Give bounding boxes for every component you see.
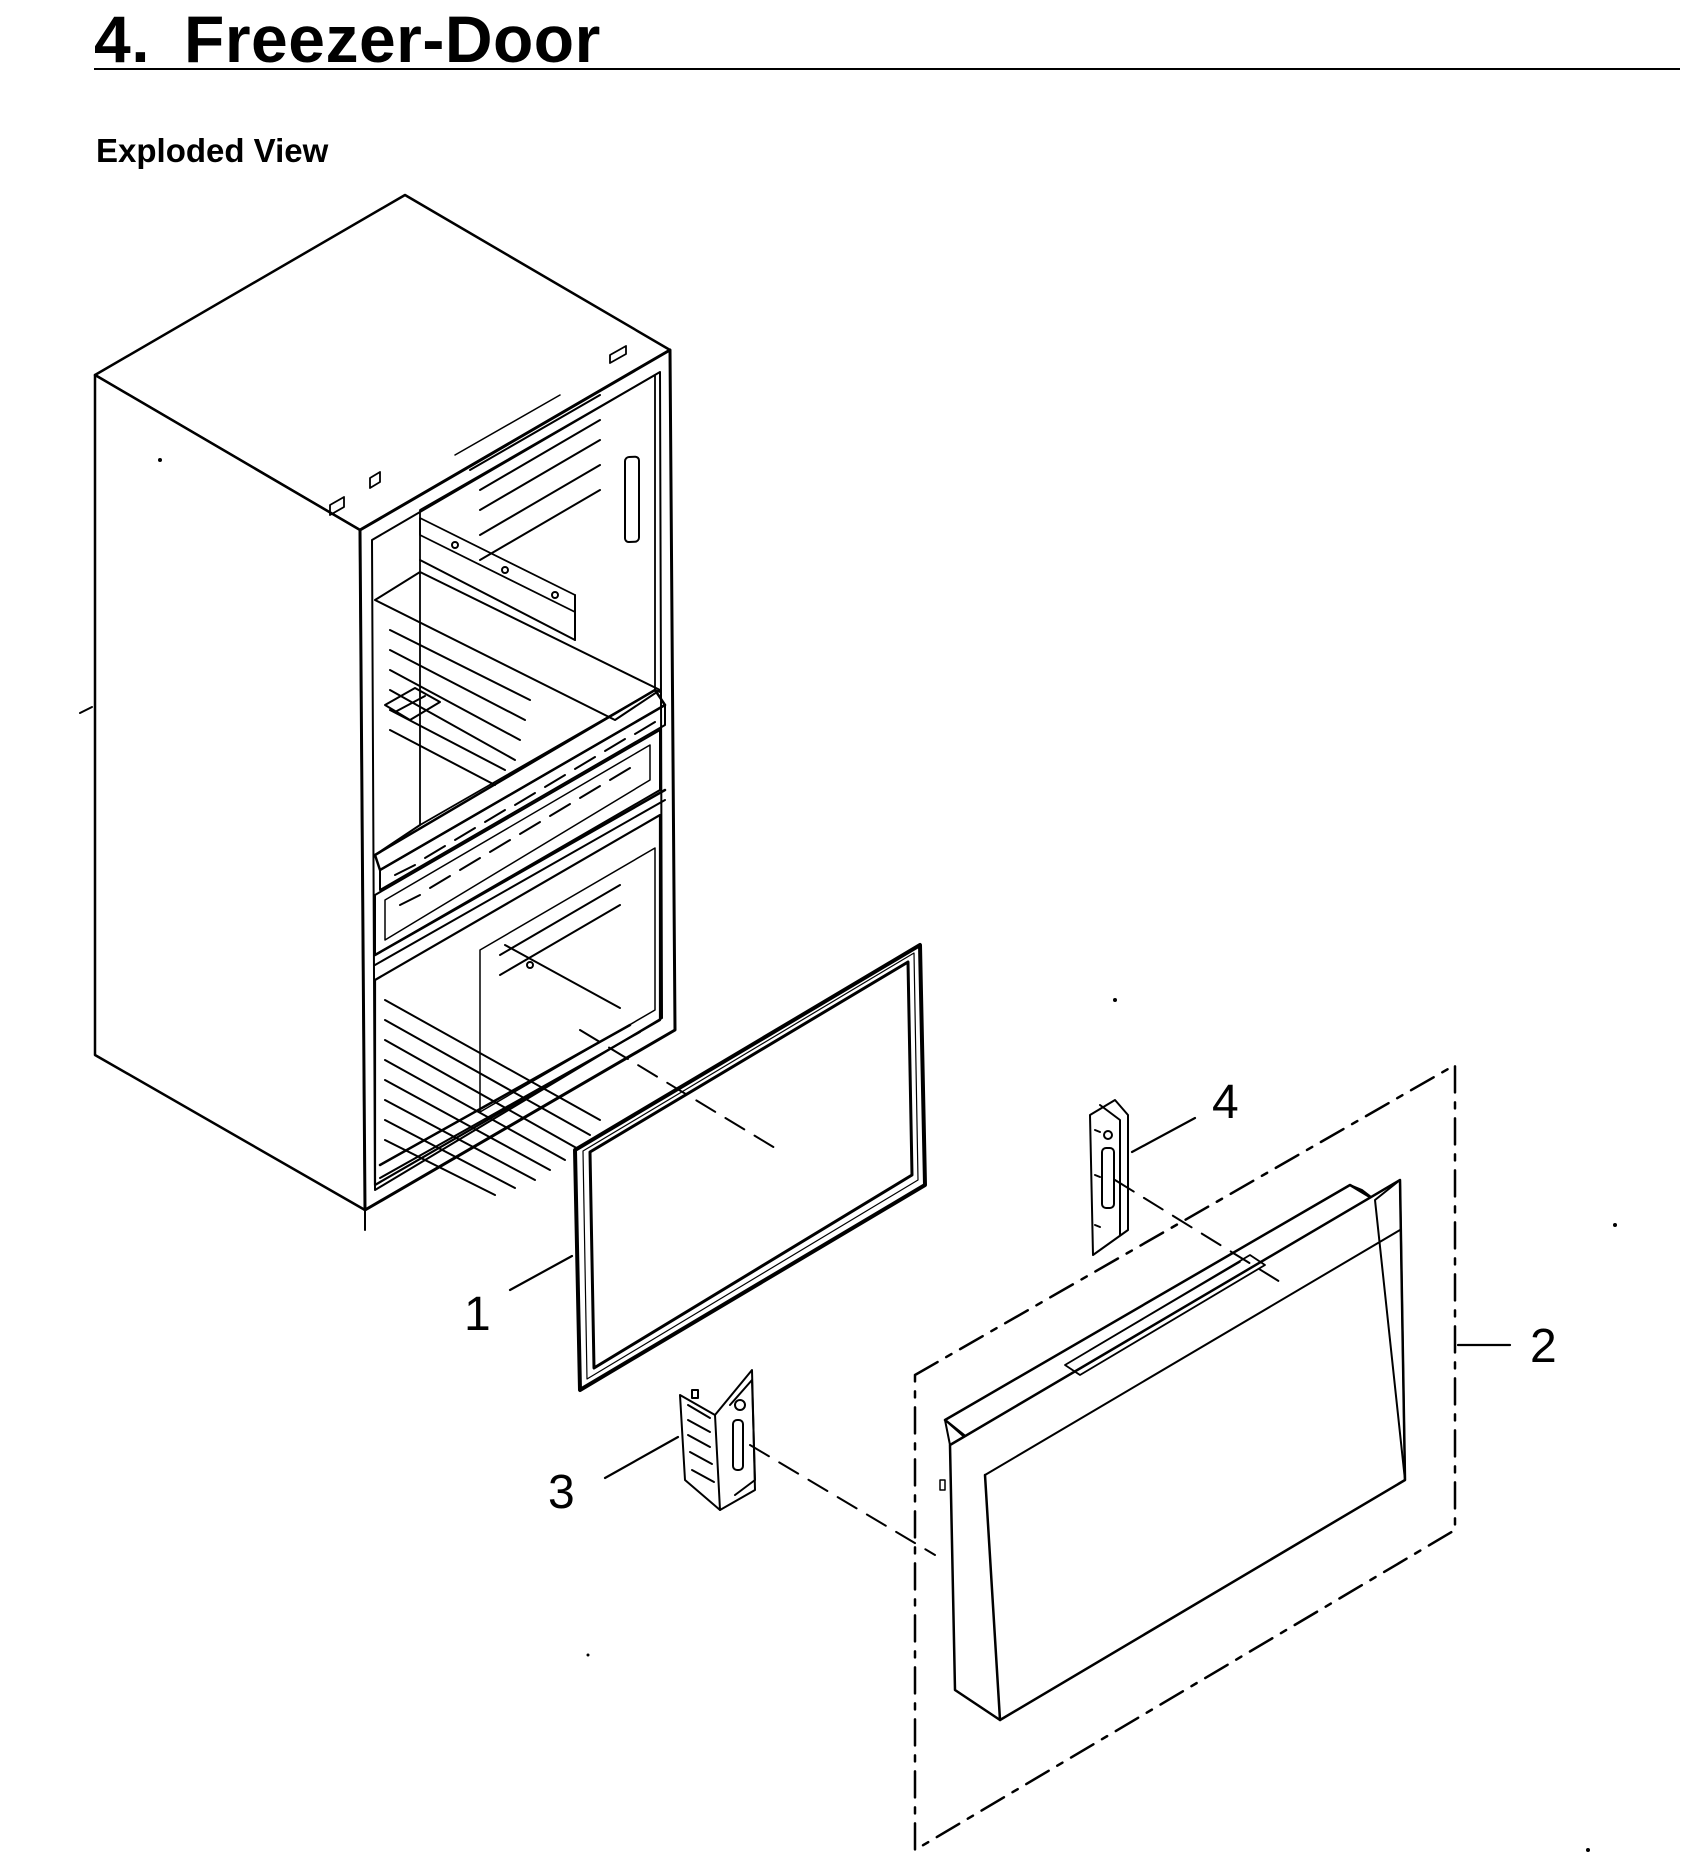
title-underline: [94, 68, 1680, 70]
callout-leaders: [508, 1116, 1512, 1480]
middle-drawer-compartment: [373, 729, 667, 966]
freezer-compartment: [373, 813, 662, 1196]
leader-1: [508, 1254, 574, 1292]
callout-2: 2: [1530, 1320, 1557, 1373]
leader-3: [603, 1435, 680, 1480]
assembly-lines: [579, 1029, 1286, 1556]
callout-labels: 1 2 3 4: [464, 1076, 1557, 1519]
refrigerator-cabinet: [93, 193, 677, 1231]
assembly-boundary: [913, 1063, 1457, 1852]
fresh-food-compartment: [373, 374, 667, 891]
bracket-4-to-door-line: [1114, 1179, 1286, 1286]
scan-specks: [158, 458, 1617, 1852]
part-4-hinge-bracket: [1089, 1099, 1129, 1256]
section-subtitle: Exploded View: [96, 132, 329, 169]
cabinet-top-hinge: [329, 345, 627, 516]
leader-4: [1130, 1116, 1197, 1154]
section-number: 4.: [94, 2, 151, 76]
part-2-freezer-door: [913, 1063, 1457, 1852]
section-title: Freezer-Door: [184, 2, 601, 76]
gasket-to-cabinet-line: [579, 1029, 776, 1149]
callout-4: 4: [1212, 1076, 1239, 1129]
page-title: 4.Freezer-Door: [94, 6, 601, 72]
part-1-gasket: [573, 943, 927, 1392]
part-3-hinge-bracket: [679, 1369, 756, 1511]
callout-3: 3: [548, 1466, 575, 1519]
bracket-3-to-door-line: [749, 1444, 936, 1556]
callout-1: 1: [464, 1288, 491, 1341]
